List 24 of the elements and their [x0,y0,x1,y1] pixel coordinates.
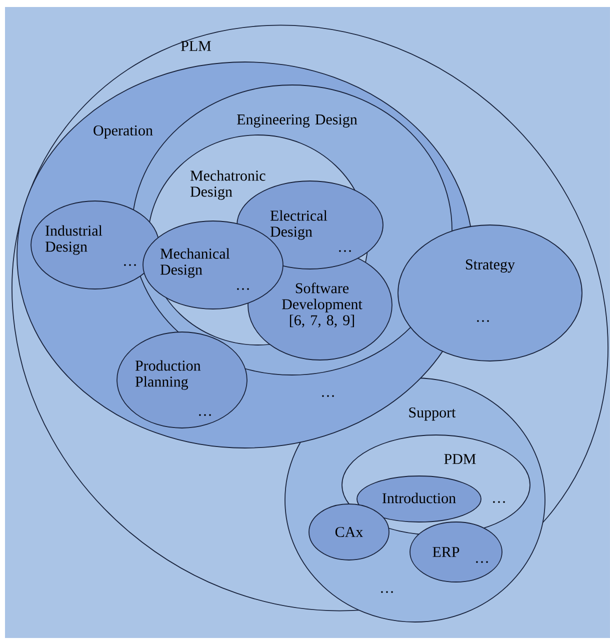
region-label: PLM [181,41,211,51]
region-label: Mechanical Design [160,248,230,278]
region-label: … [493,501,505,503]
region-label: … [339,250,351,252]
region-label: … [477,320,489,322]
region-label: CAx [335,526,363,538]
region-label: Operation [94,125,153,139]
region-label: Electrical Design [270,210,328,240]
region-label: … [124,264,136,266]
region-label: … [237,288,249,290]
region-label: … [322,395,334,397]
region-label: Strategy [466,259,515,273]
region-label: Introduction [382,492,456,504]
region-label: ERP [432,547,460,557]
region-label: … [476,561,488,563]
region-label: Software Development [6, 7, 8, 9] [282,282,362,328]
region-label: Production Planning [135,360,201,390]
region-label: PDM [444,454,476,464]
region-label: … [199,414,211,416]
region-label: … [381,591,393,593]
region-label: Support [409,407,456,421]
region-label: Engineering Design [237,114,358,128]
region-label: Mechatronic Design [190,170,266,200]
region-label: Industrial Design [45,225,102,255]
